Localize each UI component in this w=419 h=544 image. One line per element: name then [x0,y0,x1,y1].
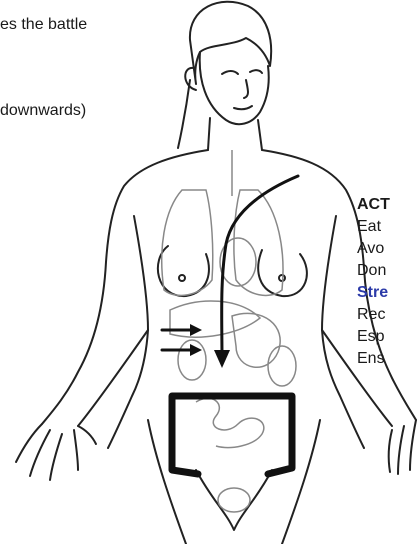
lung-left [162,190,213,295]
kidney-right [268,346,296,386]
neck-right [258,120,262,150]
neck-left [208,118,210,150]
mouth [234,106,252,109]
shoulder-right-arm [262,150,416,420]
action-item: Esp [357,326,390,348]
action-item: Rec [357,304,390,326]
shoulder-left-arm [42,150,208,424]
bladder [218,488,250,512]
breast-left [158,246,209,296]
nipple-left [179,275,185,281]
action-item-highlighted: Stre [357,282,390,304]
side-arrowhead-1 [190,324,202,336]
actions-list: ACT Eat Avo Don Stre Rec Esp Ens [357,194,390,370]
hair-braid [178,80,190,148]
hip-right [282,420,320,544]
inner-arm-left [78,330,148,426]
digestion-arrowhead [214,350,230,368]
eye-left [222,71,238,74]
large-intestine [172,396,292,474]
hip-left [148,420,186,544]
action-item: Don [357,260,390,282]
torso-left [108,216,148,448]
digestion-arrow [222,176,298,360]
action-item: Avo [357,238,390,260]
side-arrowhead-2 [190,344,202,356]
lung-right [234,190,283,295]
face-outline [200,52,269,124]
nipple-right [279,275,285,281]
hand-left [16,424,96,480]
hand-right [389,420,416,474]
liver [170,301,260,337]
small-intestine [196,398,264,447]
actions-heading: ACT [357,194,390,216]
action-item: Ens [357,348,390,370]
nose [244,80,248,98]
pelvis [196,470,272,530]
action-item: Eat [357,216,390,238]
eye-right [250,70,262,73]
